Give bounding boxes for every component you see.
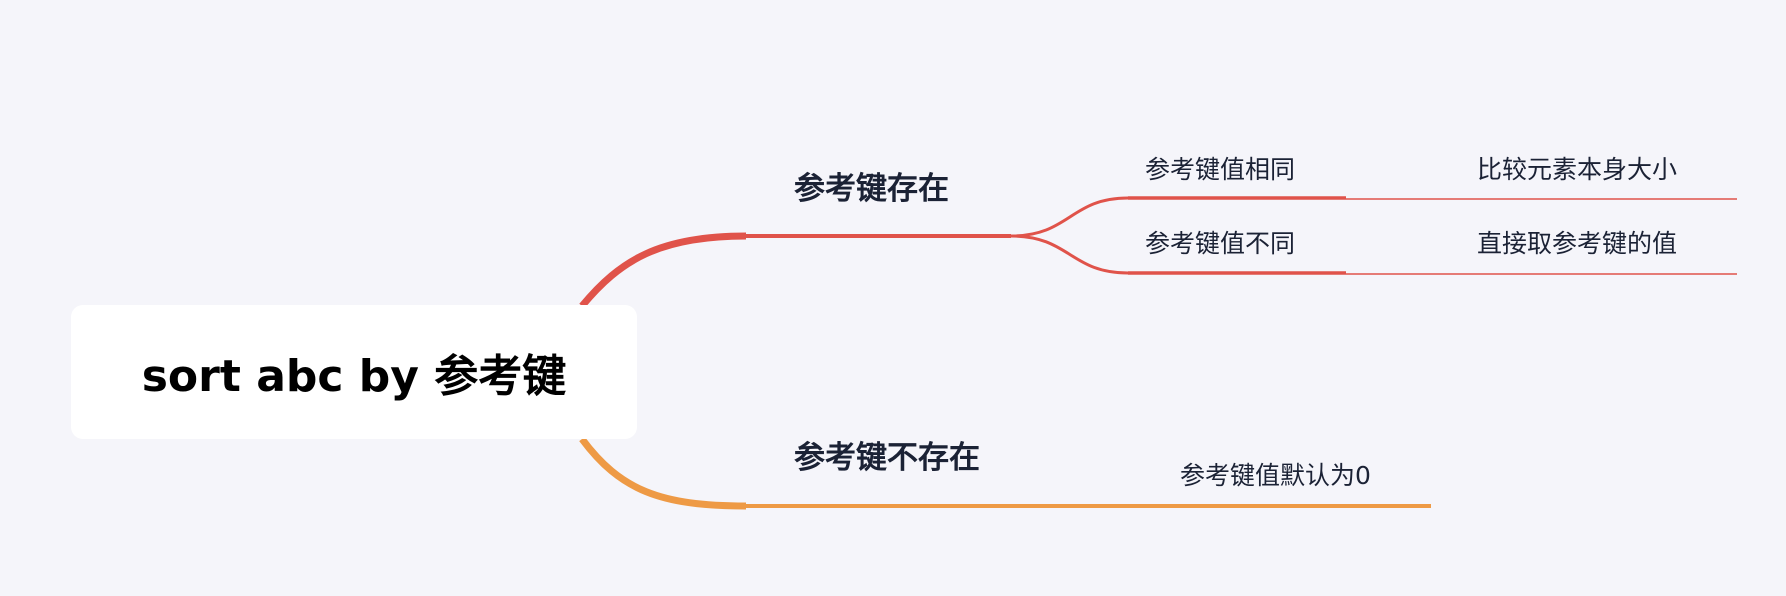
connector-root-to-exists bbox=[579, 232, 747, 309]
node-compare-elements[interactable]: 比较元素本身大小 bbox=[1477, 155, 1678, 184]
root-label: sort abc by 参考键 bbox=[141, 351, 567, 402]
node-take-key-value[interactable]: 直接取参考键的值 bbox=[1477, 229, 1678, 258]
connector-root-to-notexists bbox=[579, 436, 747, 510]
node-key-not-exists[interactable]: 参考键不存在 bbox=[794, 440, 980, 476]
connector-exists-to-same bbox=[1010, 196, 1129, 238]
node-key-exists[interactable]: 参考键存在 bbox=[794, 171, 949, 207]
node-key-value-diff[interactable]: 参考键值不同 bbox=[1145, 229, 1296, 258]
root-node[interactable]: sort abc by 参考键 bbox=[71, 305, 637, 439]
node-default-zero[interactable]: 参考键值默认为0 bbox=[1180, 461, 1371, 490]
node-key-value-same[interactable]: 参考键值相同 bbox=[1145, 155, 1296, 184]
connector-exists-to-diff bbox=[1010, 234, 1129, 275]
